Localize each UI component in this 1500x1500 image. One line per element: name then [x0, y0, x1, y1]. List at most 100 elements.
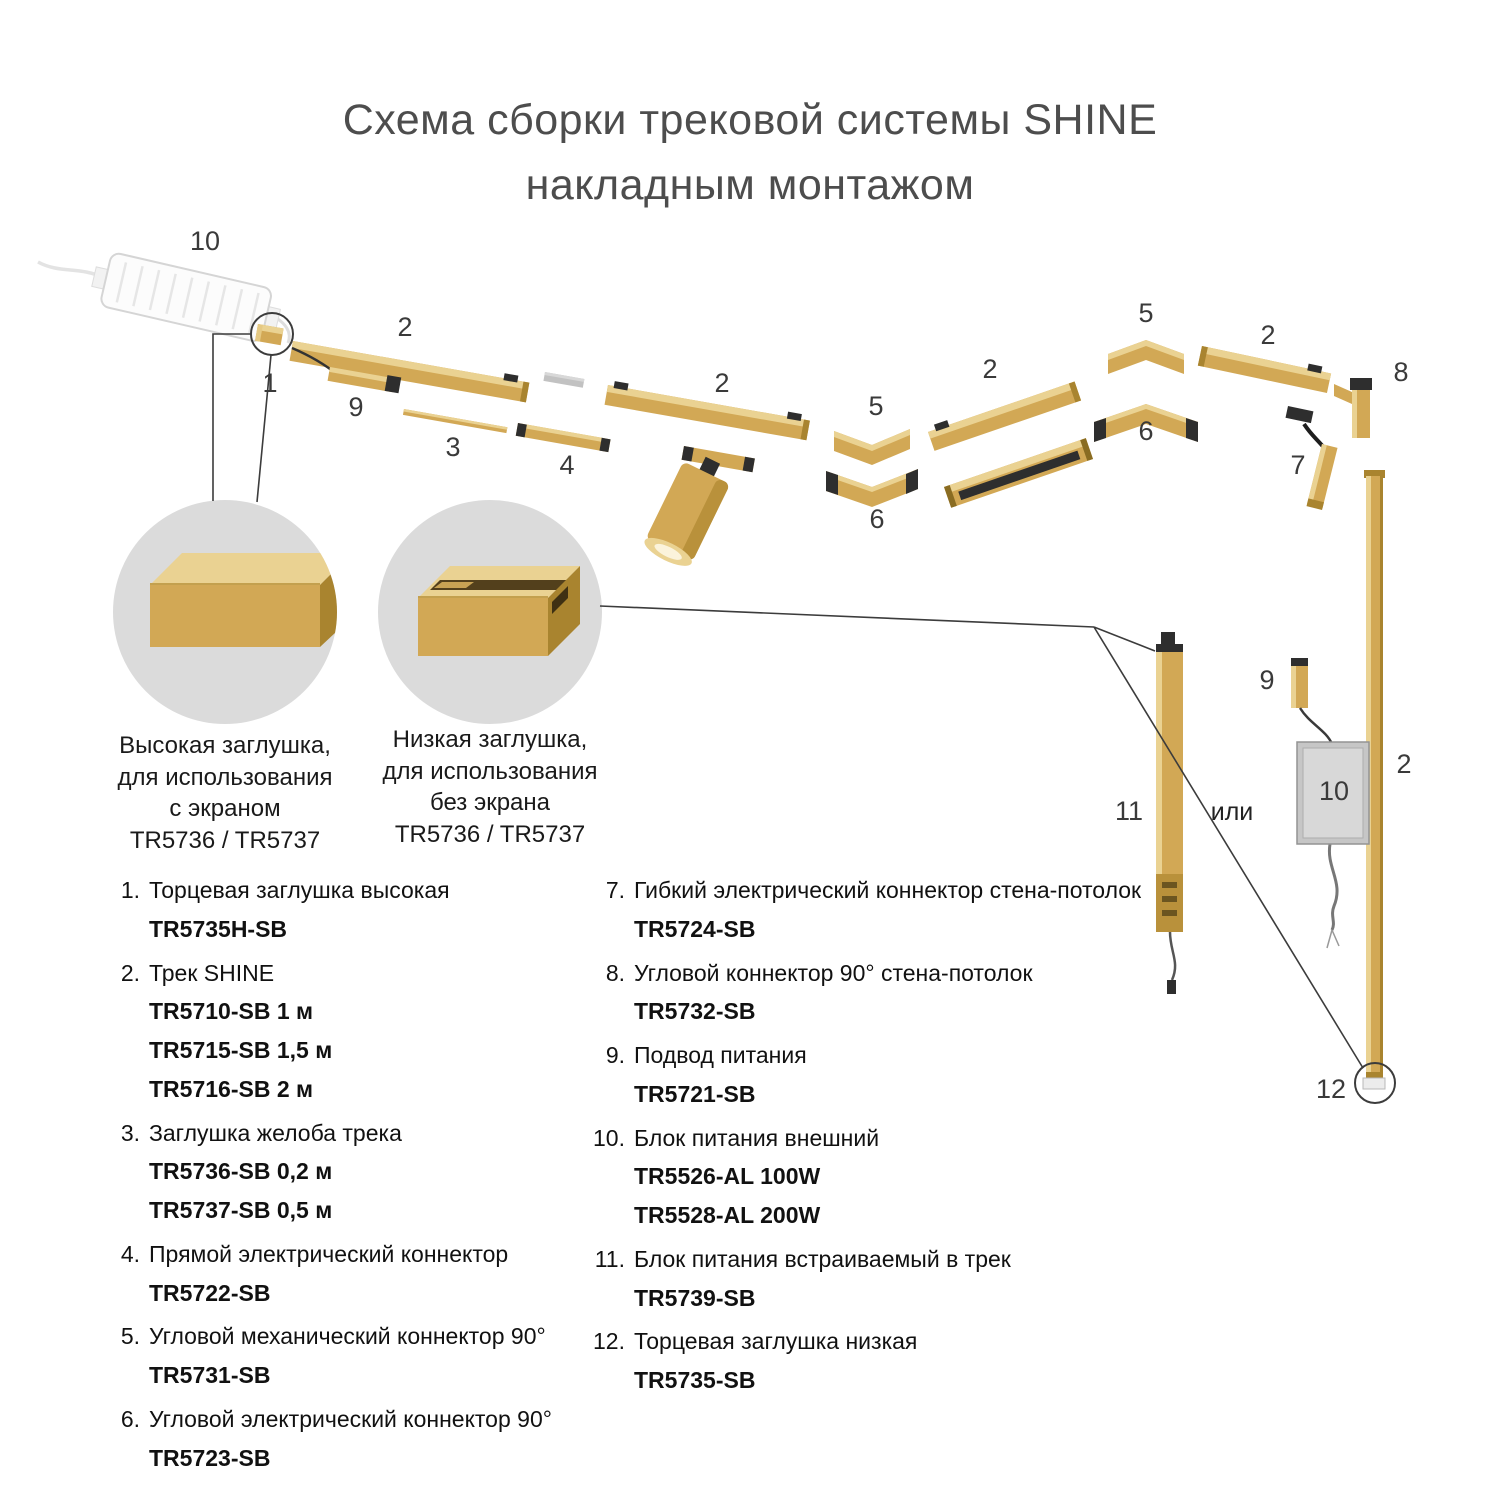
legend-item-10: 10. Блок питания внешний TR5526-AL 100W T…	[585, 1124, 1165, 1230]
legend-code: TR5723-SB	[149, 1444, 271, 1471]
legend-number: 11.	[594, 1245, 625, 1272]
label-end-cap-high: 1	[262, 368, 277, 398]
power-feed-b	[1291, 658, 1334, 745]
legend-item-1: 1. Торцевая заглушка высокая TR5735H-SB	[100, 876, 575, 944]
legend-title: Блок питания встраиваемый в трек	[634, 1245, 1011, 1272]
legend-left-column: 1. Торцевая заглушка высокая TR5735H-SB 2…	[100, 876, 575, 1487]
legend-item-5: 5. Угловой механический коннектор 90° TR5…	[100, 1322, 575, 1390]
corner-electrical-a	[826, 469, 918, 507]
label-psu-right: 10	[1319, 776, 1349, 806]
label-power-feed-a: 9	[348, 392, 363, 422]
caption-line: Низкая заглушка,	[392, 726, 588, 753]
legend-number: 2.	[120, 959, 140, 986]
legend-number: 6.	[120, 1405, 140, 1432]
track-segment-c	[928, 381, 1082, 451]
legend-number: 3.	[120, 1119, 140, 1146]
label-or: или	[1211, 798, 1254, 826]
legend-item-2: 2.Трек SHINE TR5710-SB 1 м TR5715-SB 1,5…	[100, 959, 575, 1104]
caption-line: с экраном	[169, 795, 281, 823]
label-end-cap-low: 12	[1316, 1074, 1346, 1104]
legend-number: 4.	[120, 1240, 140, 1267]
track-joint	[543, 372, 585, 388]
legend-code: TR5528-AL 200W	[634, 1202, 821, 1228]
legend-title: Торцевая заглушка высокая	[149, 877, 450, 903]
legend-code: TR5716-SB 2 м	[149, 1075, 314, 1102]
spotlight	[644, 446, 755, 566]
straight-connector	[515, 423, 611, 453]
gutter-cover	[402, 409, 508, 434]
legend-item-4: 4.Прямой электрический коннектор TR5722-…	[100, 1240, 575, 1308]
legend-title: Торцевая заглушка низкая	[634, 1328, 918, 1355]
external-psu-top	[37, 252, 291, 344]
legend-item-11: 11. Блок питания встраиваемый в трек TR57…	[585, 1245, 1165, 1313]
label-power-feed-b: 9	[1259, 665, 1274, 695]
track-segment-d	[1197, 346, 1332, 394]
legend-title: Угловой коннектор 90° стена-потолок	[634, 959, 1033, 986]
caption-line: для использования	[117, 763, 333, 791]
label-straight-connector: 4	[559, 450, 574, 480]
track-segment-a	[289, 341, 530, 403]
external-psu-right	[1296, 741, 1370, 949]
legend-code: TR5736-SB 0,2 м	[149, 1158, 333, 1185]
assembly-diagram: 10 1 2 9 3 4 2 5 6 2 5 6 2 8 7 2 11 или …	[37, 226, 1412, 1104]
legend-code: TR5737-SB 0,5 м	[149, 1197, 333, 1223]
legend-number: 1.	[120, 877, 140, 903]
legend-code: TR5526-AL 100W	[634, 1163, 821, 1190]
label-corner-wall-ceiling: 8	[1393, 357, 1408, 387]
track-segment-b	[604, 381, 810, 441]
low-cap-caption: Низкая заглушка, для использования без э…	[330, 724, 650, 851]
label-track-vertical: 2	[1396, 749, 1411, 779]
legend-code: TR5739-SB	[634, 1284, 756, 1311]
legend-title: Заглушка желоба трека	[149, 1119, 402, 1146]
legend-item-8: 8. Угловой коннектор 90° стена-потолок TR…	[585, 959, 1165, 1027]
caption-line: Высокая заглушка,	[119, 732, 331, 759]
legend-number: 5.	[120, 1323, 140, 1350]
leader-lines	[212, 312, 1396, 1104]
title-line-2: накладным монтажом	[525, 160, 975, 209]
legend-title: Блок питания внешний	[634, 1124, 880, 1151]
legend-title: Подвод питания	[634, 1042, 807, 1068]
legend-number: 10.	[593, 1124, 625, 1151]
legend-right-column: 7. Гибкий электрический коннектор стена-п…	[585, 876, 1165, 1410]
legend-number: 7.	[605, 877, 625, 903]
legend-item-12: 12.Торцевая заглушка низкая TR5735-SB	[585, 1327, 1165, 1395]
legend-code: TR5735H-SB	[149, 915, 288, 942]
legend-code: TR5731-SB	[149, 1362, 271, 1388]
caption-line: TR5736 / TR5737	[394, 821, 586, 849]
high-cap-caption: Высокая заглушка, для использования с эк…	[60, 730, 390, 857]
corner-wall-ceiling	[1334, 378, 1372, 438]
page-title: Схема сборки трековой системы SHINE накл…	[0, 88, 1500, 217]
label-track-d: 2	[1260, 320, 1275, 350]
diagram-labels: 10 1 2 9 3 4 2 5 6 2 5 6 2 8 7 2 11 или …	[190, 226, 1412, 1104]
label-track-c: 2	[982, 354, 997, 384]
label-gutter-cover: 3	[445, 432, 460, 462]
legend-number: 8.	[605, 959, 625, 986]
power-feed-a	[291, 346, 402, 394]
flex-connector	[1285, 406, 1338, 510]
label-track-a: 2	[397, 312, 412, 342]
caption-line: без экрана	[429, 789, 550, 817]
corner-mechanical-a	[834, 429, 910, 465]
legend-number: 9.	[605, 1042, 625, 1068]
label-corner-elec-b: 6	[1138, 416, 1153, 446]
label-psu-in-track: 11	[1115, 796, 1143, 826]
caption-line: для использования	[382, 757, 598, 785]
end-cap-low	[1362, 1072, 1386, 1090]
inset-low-cap	[378, 500, 602, 724]
legend-code: TR5724-SB	[634, 915, 756, 942]
linear-light	[944, 438, 1093, 508]
legend-item-9: 9.Подвод питания TR5721-SB	[585, 1041, 1165, 1109]
legend-title: Прямой электрический коннектор	[149, 1240, 509, 1267]
end-cap-high	[255, 324, 284, 346]
legend-title: Угловой механический коннектор 90°	[149, 1323, 546, 1350]
legend-number: 12.	[593, 1328, 625, 1355]
legend-code: TR5732-SB	[634, 998, 756, 1025]
legend-title: Гибкий электрический коннектор стена-пот…	[634, 877, 1142, 903]
inset-high-cap	[113, 500, 337, 724]
legend-item-7: 7. Гибкий электрический коннектор стена-п…	[585, 876, 1165, 944]
label-psu-top: 10	[190, 226, 220, 256]
label-corner-mech-a: 5	[868, 391, 883, 421]
legend-item-3: 3.Заглушка желоба трека TR5736-SB 0,2 м …	[100, 1119, 575, 1225]
title-line-1: Схема сборки трековой системы SHINE	[342, 96, 1158, 144]
